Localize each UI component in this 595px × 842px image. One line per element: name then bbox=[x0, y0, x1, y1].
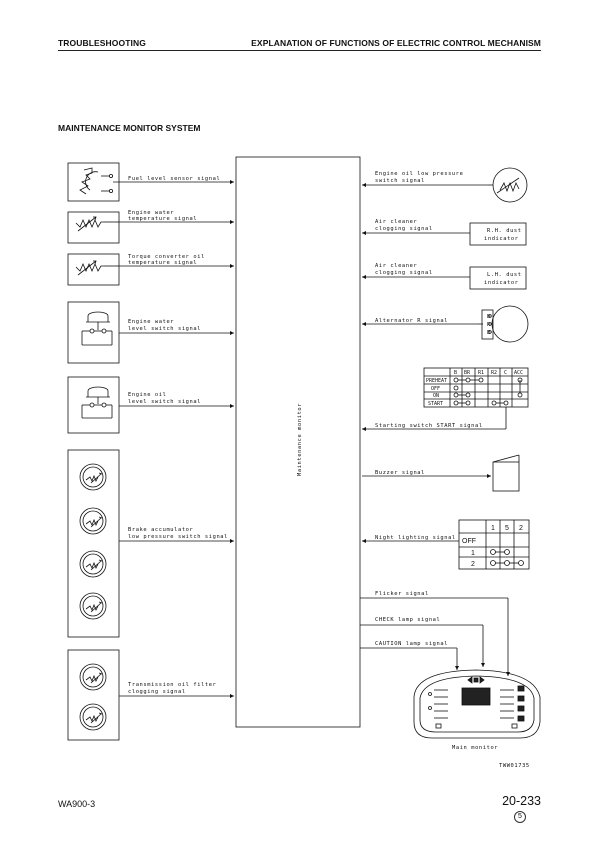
night-col-1: 1 bbox=[491, 525, 495, 532]
start-col-acc: ACC bbox=[514, 370, 523, 376]
header-rule bbox=[58, 50, 541, 51]
fuel-signal-label: Fuel level sensor signal bbox=[128, 176, 220, 182]
start-row-on: ON bbox=[433, 393, 439, 399]
fuel-sensor-box bbox=[67, 162, 120, 202]
water-temp-label-2: temperature signal bbox=[128, 216, 197, 222]
air-lh-label-1: Air cleaner bbox=[375, 263, 417, 269]
lh-indicator-label-1: L.H. dust bbox=[487, 272, 522, 278]
start-col-c: C bbox=[504, 370, 507, 376]
air-lh-label-2: clogging signal bbox=[375, 270, 433, 276]
air-rh-label-1: Air cleaner bbox=[375, 219, 417, 225]
tc-oil-label-2: temperature signal bbox=[128, 260, 197, 266]
start-col-b: B bbox=[454, 370, 457, 376]
footer-revision: 5 bbox=[514, 811, 526, 823]
buzzer-icon bbox=[492, 454, 520, 492]
lh-indicator-label-2: indicator bbox=[484, 280, 519, 286]
start-row-off: OFF bbox=[431, 386, 440, 392]
air-rh-label-2: clogging signal bbox=[375, 226, 433, 232]
figure-code: TWW01735 bbox=[499, 763, 530, 769]
brake-label-2: low pressure switch signal bbox=[128, 534, 228, 540]
trans-filter-switch-icons bbox=[79, 663, 107, 731]
oil-level-switch-box bbox=[67, 376, 120, 434]
tc-oil-sensor-icon bbox=[75, 260, 119, 276]
flicker-label: Flicker signal bbox=[375, 591, 429, 597]
brake-label-1: Brake accumulator bbox=[128, 527, 194, 533]
night-label: Night lighting signal bbox=[375, 535, 456, 541]
footer-model: WA900-3 bbox=[58, 799, 96, 809]
rh-indicator-label-1: R.H. dust bbox=[487, 228, 522, 234]
tc-oil-sensor-box bbox=[67, 253, 120, 286]
oil-level-label-2: level switch signal bbox=[128, 399, 201, 405]
alternator-icon bbox=[478, 305, 529, 343]
header-left: TROUBLESHOOTING bbox=[58, 38, 146, 48]
footer-page: 20-233 bbox=[502, 794, 541, 808]
oil-pressure-label-1: Engine oil low pressure bbox=[375, 171, 463, 177]
starting-label: Starting switch START signal bbox=[375, 423, 483, 429]
night-col-5: 5 bbox=[505, 525, 509, 532]
rh-indicator-label-2: indicator bbox=[484, 236, 519, 242]
main-monitor-icon bbox=[413, 669, 541, 739]
night-col-2: 2 bbox=[519, 525, 523, 532]
water-level-label-2: level switch signal bbox=[128, 326, 201, 332]
caution-label: CAUTION lamp signal bbox=[375, 641, 448, 647]
night-row-1: 1 bbox=[471, 550, 475, 557]
start-col-r1: R1 bbox=[478, 370, 484, 376]
water-temp-sensor-icon bbox=[75, 216, 119, 232]
start-row-preheat: PREHEAT bbox=[426, 378, 447, 384]
lh-dust-indicator-box bbox=[469, 266, 527, 290]
rh-dust-indicator-box bbox=[469, 222, 527, 246]
starting-switch-table bbox=[423, 367, 529, 408]
tc-oil-label-1: Torque converter oil bbox=[128, 254, 205, 260]
alternator-label: Alternator R signal bbox=[375, 318, 448, 324]
water-level-label-1: Engine water bbox=[128, 319, 174, 325]
alt-terminal-r: R bbox=[487, 322, 491, 328]
oil-level-label-1: Engine oil bbox=[128, 392, 166, 398]
night-lighting-table bbox=[458, 519, 530, 570]
main-monitor-label: Main monitor bbox=[452, 745, 498, 751]
water-temp-sensor-box bbox=[67, 211, 120, 244]
trans-filter-label-1: Transmission oil filter bbox=[128, 682, 217, 688]
water-temp-label-1: Engine water bbox=[128, 210, 174, 216]
alt-terminal-b: B bbox=[487, 314, 490, 320]
monitor-label: Maintenance monitor bbox=[297, 403, 303, 476]
start-col-br: BR bbox=[464, 370, 471, 376]
trans-filter-switch-box bbox=[67, 649, 120, 741]
oil-pressure-label-2: switch signal bbox=[375, 178, 425, 184]
check-label: CHECK lamp signal bbox=[375, 617, 440, 623]
buzzer-label: Buzzer signal bbox=[375, 470, 425, 476]
oil-level-switch-icon bbox=[81, 386, 113, 419]
alt-terminal-e: E bbox=[487, 330, 490, 336]
brake-switch-icons bbox=[79, 463, 107, 620]
brake-switch-box bbox=[67, 449, 120, 638]
night-row-off: OFF bbox=[462, 538, 476, 545]
section-title: MAINTENANCE MONITOR SYSTEM bbox=[58, 123, 201, 133]
header-right: EXPLANATION OF FUNCTIONS OF ELECTRIC CON… bbox=[251, 38, 541, 48]
oil-pressure-switch-icon bbox=[488, 167, 528, 203]
start-col-r2: R2 bbox=[491, 370, 497, 376]
water-level-switch-icon bbox=[81, 311, 113, 346]
night-row-2: 2 bbox=[471, 561, 475, 568]
start-row-start: START bbox=[428, 401, 443, 407]
trans-filter-label-2: clogging signal bbox=[128, 689, 186, 695]
maintenance-monitor-box bbox=[235, 156, 361, 728]
water-level-switch-box bbox=[67, 301, 120, 364]
fuel-sensor-icon bbox=[79, 167, 114, 195]
